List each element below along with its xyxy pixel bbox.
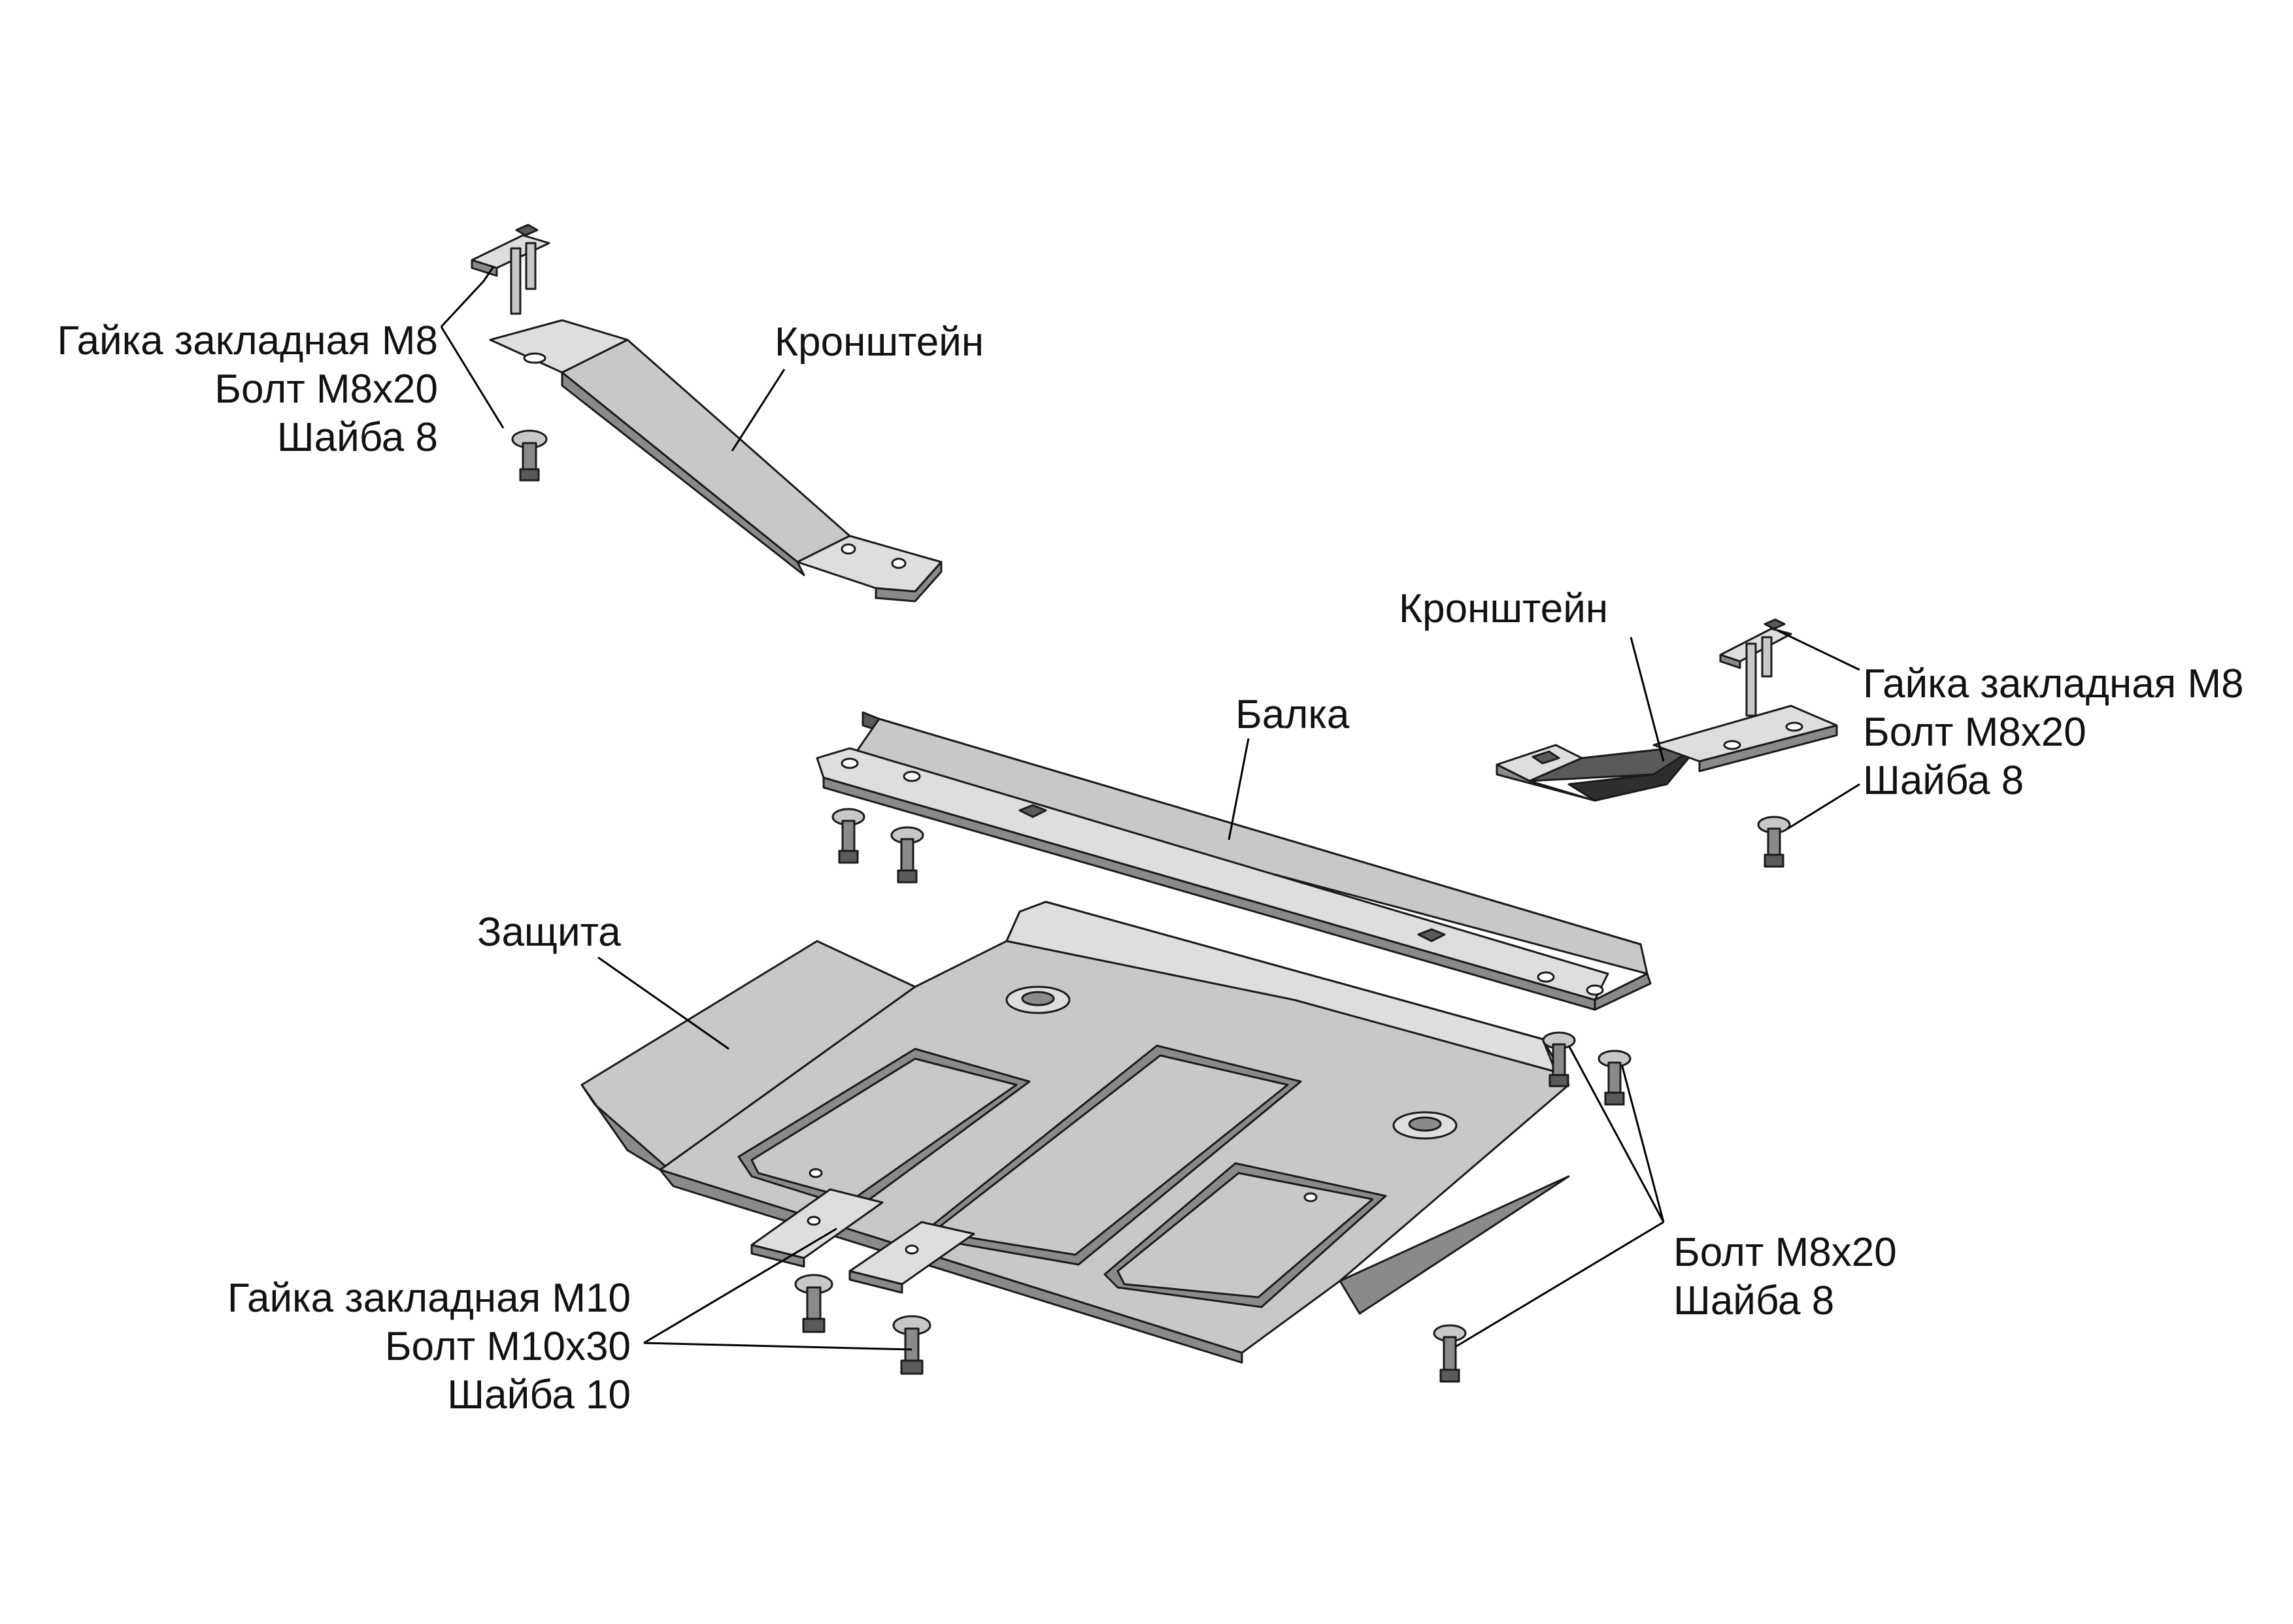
fastener-right-bolt: Болт М8х20 (1863, 710, 2086, 755)
fasteners-right-label: Гайка закладная М8 Болт М8х20 Шайба 8 (1863, 660, 2244, 805)
bracket-left-label: Кронштейн (775, 320, 984, 365)
fastener-top-left-washer: Шайба 8 (276, 415, 438, 460)
fastener-bottom-left-nut: Гайка закладная М10 (227, 1276, 631, 1321)
fastener-bottom-left-washer: Шайба 10 (447, 1372, 631, 1417)
bolt-m10-1 (794, 1274, 833, 1333)
bolt-m8-beam-1 (831, 808, 865, 864)
beam-label: Балка (1235, 692, 1350, 737)
bracket-right-part (1496, 704, 1838, 802)
bracket-right-label: Кронштейн (1399, 586, 1609, 631)
bolt-m8-guard-1 (1542, 1031, 1576, 1087)
bolt-m8-guard-3 (1433, 1324, 1467, 1383)
embedded-nut-m8-right (1719, 618, 1792, 717)
bolt-m8-right (1757, 816, 1791, 868)
guard-part (580, 901, 1570, 1364)
fastener-bottom-right-washer: Шайба 8 (1673, 1278, 1835, 1323)
embedded-nut-m8-left (471, 224, 550, 315)
fastener-right-washer: Шайба 8 (1863, 758, 2024, 803)
beam-part (816, 711, 1652, 1011)
fastener-right-nut: Гайка закладная М8 (1863, 661, 2244, 706)
fastener-top-left-nut: Гайка закладная М8 (57, 318, 438, 363)
bolt-m8-beam-2 (890, 826, 924, 884)
bracket-left-part (489, 319, 943, 603)
fasteners-top-left-label: Гайка закладная М8 Болт М8х20 Шайба 8 (13, 317, 438, 462)
leader-lines (440, 266, 1860, 1351)
bolt-m8-guard-2 (1598, 1050, 1632, 1106)
fastener-bottom-right-bolt: Болт М8х20 (1673, 1230, 1897, 1275)
bolt-m8-left (511, 429, 548, 482)
fastener-top-left-bolt: Болт М8х20 (214, 367, 438, 412)
fastener-bottom-left-bolt: Болт М10х30 (384, 1324, 631, 1369)
fasteners-bottom-right-label: Болт М8х20 Шайба 8 (1673, 1229, 1897, 1325)
fasteners-bottom-left-label: Гайка закладная М10 Болт М10х30 Шайба 10 (131, 1274, 631, 1419)
guard-label: Защита (477, 910, 621, 955)
bolt-m10-2 (892, 1315, 931, 1375)
